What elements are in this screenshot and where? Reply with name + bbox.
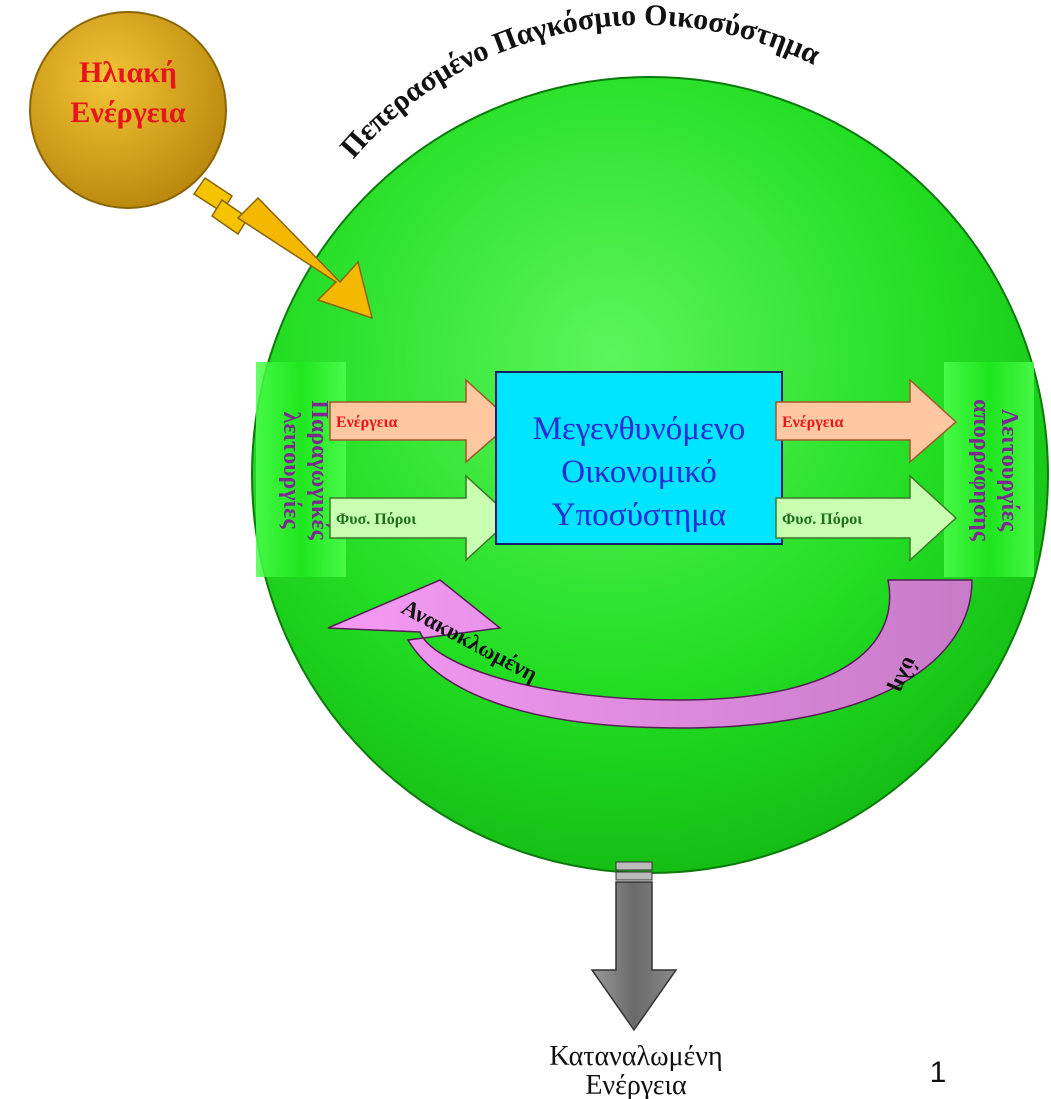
- recycle-arrow: [327, 579, 973, 729]
- sun-label-line2: Ενέργεια: [70, 96, 185, 129]
- right-panel-line1: Λειτουργίες: [996, 409, 1022, 532]
- input-energy-label: Ενέργεια: [336, 414, 398, 431]
- input-resources-arrow: [329, 474, 514, 562]
- solar-energy-arrow: [236, 196, 374, 320]
- right-panel-line2: απορρόφησης: [968, 399, 994, 542]
- center-box-line3: Υποσύστημα: [552, 497, 726, 533]
- right-panel: [944, 362, 1034, 577]
- center-box-line2: Οικονομικό: [561, 454, 717, 490]
- output-resources-arrow: [775, 474, 958, 562]
- input-resources-label: Φυσ. Πόροι: [336, 511, 416, 528]
- economic-subsystem-box: [495, 371, 783, 545]
- bottom-label-line2: Ενέργεια: [585, 1070, 687, 1099]
- sun-icon: [29, 11, 250, 236]
- consumed-energy-arrow: [590, 861, 678, 1032]
- output-energy-label: Ενέργεια: [782, 414, 844, 431]
- page-number: 1: [930, 1056, 947, 1089]
- bottom-label-line1: Καταναλωμένη: [549, 1041, 722, 1072]
- output-energy-arrow: [775, 378, 958, 464]
- left-panel: [256, 362, 346, 577]
- center-box-line1: Μεγενθυνόμενο: [533, 411, 746, 447]
- output-resources-label: Φυσ. Πόροι: [782, 511, 862, 528]
- left-panel-line1: Παραγωγικές: [306, 400, 332, 540]
- sun-label-line1: Ηλιακή: [79, 56, 177, 89]
- input-energy-arrow: [329, 378, 514, 464]
- left-panel-line2: λειτουργίες: [278, 412, 304, 530]
